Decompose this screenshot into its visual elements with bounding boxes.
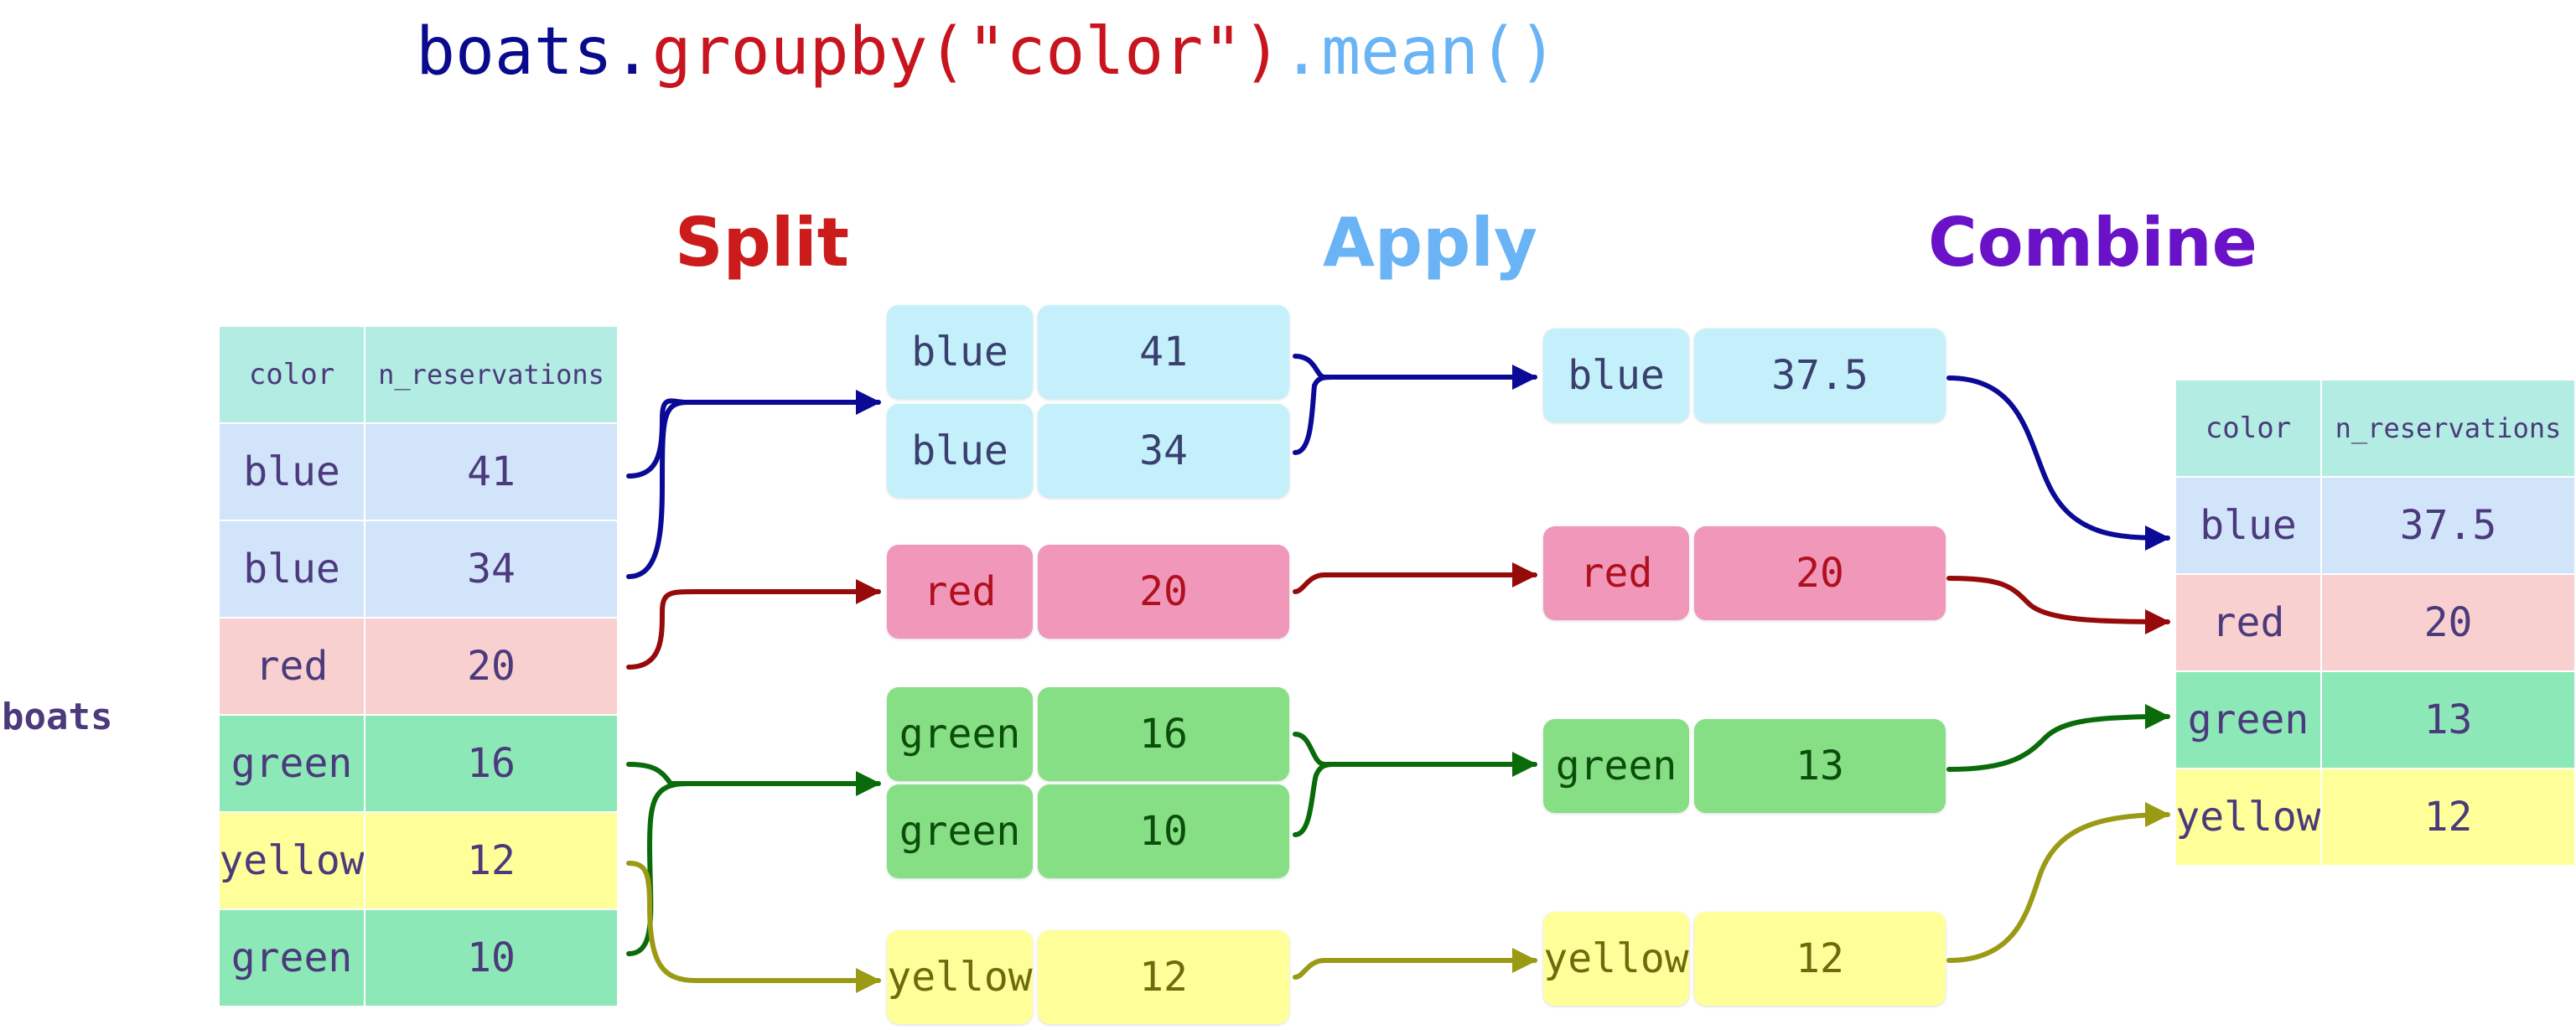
split-row-color: green (887, 687, 1033, 781)
input-row-color: blue (220, 424, 365, 521)
applied-color: yellow (1543, 912, 1689, 1006)
split-row-color: blue (887, 305, 1033, 399)
split-row-color: red (887, 545, 1033, 639)
split-row-value: 20 (1038, 545, 1289, 639)
output-row-color: blue (2176, 478, 2322, 575)
split-row-color: blue (887, 404, 1033, 498)
output-row-value: 12 (2322, 769, 2576, 867)
input-row-value: 20 (365, 619, 619, 716)
apply-brace-green (1293, 762, 1335, 837)
applied-value: 13 (1694, 719, 1946, 813)
input-row-color: green (220, 716, 365, 813)
split-arrow-green-1 (626, 762, 881, 796)
split-row-value: 41 (1038, 305, 1289, 399)
combine-arrow-red (1946, 576, 2170, 634)
output-row-color: green (2176, 672, 2322, 769)
split-row-value: 12 (1038, 930, 1289, 1024)
input-table-name: boats (2, 696, 113, 738)
output-header-n-reservations: n_reservations (2322, 380, 2576, 478)
split-row-value: 34 (1038, 404, 1289, 498)
split-brace-blue (626, 398, 690, 479)
apply-arrow-green (1293, 732, 1537, 777)
applied-value: 20 (1694, 526, 1946, 620)
split-title: Split (675, 204, 849, 282)
input-row-color: blue (220, 521, 365, 619)
split-row-value: 16 (1038, 687, 1289, 781)
split-brace-green (626, 781, 690, 956)
apply-arrow-red (1293, 562, 1537, 594)
output-row-color: yellow (2176, 769, 2322, 867)
input-row-value: 16 (365, 716, 619, 813)
combine-arrow-green (1946, 704, 2170, 772)
applied-color: red (1543, 526, 1689, 620)
apply-arrow-yellow (1293, 948, 1537, 980)
code-expression: boats.groupby("color").mean() (416, 10, 1558, 94)
input-row-value: 34 (365, 521, 619, 619)
apply-brace-blue (1293, 375, 1335, 455)
input-header-color: color (220, 327, 365, 424)
combine-arrow-yellow (1946, 802, 2170, 963)
input-row-value: 10 (365, 910, 619, 1007)
output-header-color: color (2176, 380, 2322, 478)
apply-title: Apply (1323, 204, 1538, 282)
output-row-value: 20 (2322, 575, 2576, 672)
input-row-color: red (220, 619, 365, 716)
split-row-value: 10 (1038, 784, 1289, 878)
code-groupby: groupby("color") (651, 14, 1283, 90)
input-row-color: yellow (220, 813, 365, 910)
applied-color: blue (1543, 329, 1689, 422)
split-arrow-red (626, 579, 881, 670)
applied-value: 37.5 (1694, 329, 1946, 422)
applied-color: green (1543, 719, 1689, 813)
split-row-color: green (887, 784, 1033, 878)
code-aggregation: .mean() (1282, 14, 1558, 90)
applied-value: 12 (1694, 912, 1946, 1006)
output-row-color: red (2176, 575, 2322, 672)
apply-arrow-blue (1293, 354, 1537, 390)
combine-arrow-blue (1946, 375, 2170, 551)
split-row-color: yellow (887, 930, 1033, 1024)
input-header-n-reservations: n_reservations (365, 327, 619, 424)
input-row-value: 41 (365, 424, 619, 521)
split-arrow-blue (626, 390, 881, 579)
code-object: boats. (416, 14, 652, 90)
input-row-value: 12 (365, 813, 619, 910)
split-arrow-yellow (626, 861, 881, 993)
output-row-value: 13 (2322, 672, 2576, 769)
output-row-value: 37.5 (2322, 478, 2576, 575)
combine-title: Combine (1928, 204, 2257, 282)
input-row-color: green (220, 910, 365, 1007)
